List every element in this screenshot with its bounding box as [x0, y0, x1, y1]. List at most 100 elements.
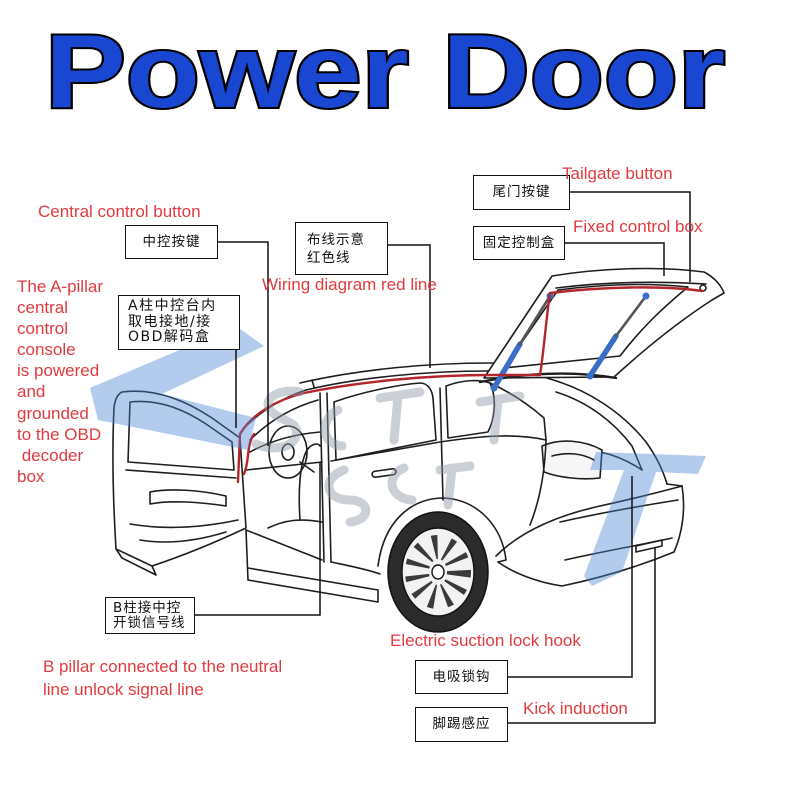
watermark-left-shape [90, 326, 264, 450]
beltline [245, 435, 547, 471]
box-b-pillar-line-1: B柱接中控 [113, 599, 182, 616]
box-wiring-line-1: 布线示意 [307, 231, 365, 248]
door-pocket [139, 531, 227, 543]
bumper-crease [559, 499, 679, 523]
label-a-pillar-line: grounded [17, 403, 89, 423]
door-lower-trim [129, 519, 239, 529]
b-pillar [319, 392, 332, 563]
rear-side-lower [529, 439, 547, 526]
leader-wiring [388, 244, 431, 368]
box-central-control-button-text: 中控按键 [142, 233, 201, 250]
label-b-pillar-line: line unlock signal line [43, 680, 204, 699]
wiring-harness [236, 286, 704, 484]
left-strut-body [491, 341, 523, 391]
box-wiring-line-2: 红色线 [307, 249, 351, 266]
door-window-frame [127, 400, 235, 471]
tailgate-hinge-spoiler [478, 372, 618, 384]
door-edge [115, 548, 157, 576]
door-trim-line [125, 469, 237, 479]
scribble-6 [435, 461, 475, 510]
page-title: Power Door [45, 14, 725, 130]
rear-wheel [387, 511, 489, 633]
wheel-spokes [405, 535, 471, 609]
label-a-pillar-line: box [17, 466, 45, 486]
label-wiring-diagram: Wiring diagram red line [262, 275, 437, 294]
scribble-3 [375, 387, 425, 445]
front-seat [298, 443, 321, 521]
dashboard [249, 431, 321, 453]
label-a-pillar-line: The A-pillar [17, 277, 103, 296]
box-a-pillar-line-3: OBD解码盒 [128, 329, 211, 346]
cargo-floor [599, 451, 643, 471]
scribble-5 [387, 463, 417, 505]
roof-rail-foot-front [311, 379, 315, 388]
label-a-pillar-line: console [17, 340, 76, 360]
label-tailgate-button: Tailgate button [562, 164, 673, 183]
rear-door-edge [439, 387, 444, 501]
box-a-pillar: A柱中控台内 取电接地/接 OBD解码盒 [118, 295, 240, 350]
box-b-pillar-line-2: 开锁信号线 [113, 614, 186, 631]
leader-lines [195, 191, 691, 724]
box-a-pillar-line-1: A柱中控台内 [128, 298, 217, 315]
label-kick-induction: Kick induction [523, 699, 628, 718]
box-a-pillar-line-2: 取电接地/接 [128, 313, 212, 330]
scribble-1 [251, 386, 305, 453]
box-b-pillar: B柱接中控 开锁信号线 [105, 597, 195, 634]
door-armrest [149, 489, 227, 507]
box-fixed-control-box-text: 固定控制盒 [482, 234, 556, 251]
taillight-segment [551, 452, 595, 461]
leader-kick-induction [508, 548, 656, 724]
box-electric-lock-text: 电吸锁钩 [432, 668, 491, 685]
leader-b-pillar [195, 462, 321, 616]
tailgate-struts [490, 292, 650, 392]
wiring-branch [242, 432, 256, 476]
steering-hub [281, 443, 295, 461]
rear-door-window [333, 382, 437, 461]
label-a-pillar-line: decoder [17, 445, 84, 465]
leader-tailgate-button [570, 191, 691, 282]
left-strut-mount-low [490, 384, 498, 392]
open-tailgate [478, 267, 725, 384]
label-a-pillar-line: is powered [17, 361, 100, 381]
right-strut-mount-high [642, 292, 650, 300]
label-a-pillar-line: and [17, 382, 46, 402]
a-pillar-inner [249, 399, 319, 441]
watermark-scribbles [251, 386, 525, 527]
label-a-pillar-line: central [17, 298, 69, 318]
seat-base [267, 519, 323, 529]
rear-quarter-window [445, 379, 496, 439]
watermark-right-shape [584, 452, 706, 586]
leader-electric-lock [508, 476, 633, 678]
running-board [245, 529, 379, 603]
rear-bumper [495, 485, 685, 587]
left-strut-rod [518, 294, 552, 346]
door-opening-sill [245, 529, 323, 561]
taillight [541, 440, 603, 480]
leader-central-control-button [218, 241, 269, 446]
box-tailgate-button: 尾门按键 [473, 175, 570, 210]
box-wiring: 布线示意 红色线 [295, 222, 388, 275]
bumper-reflector [635, 539, 663, 553]
label-fixed-control-box: Fixed control box [573, 217, 703, 236]
label-b-pillar-line: B pillar connected to the neutral [43, 657, 283, 676]
right-strut-rod [614, 294, 648, 338]
wheel-hub [431, 564, 445, 580]
title-banner: Power Door [43, 12, 727, 130]
open-front-door [112, 390, 247, 576]
right-strut-mount-low [586, 372, 594, 380]
label-a-pillar-line: to the OBD [17, 424, 102, 444]
red-wiring [236, 286, 704, 484]
rear-corner [666, 483, 683, 487]
tailgate-glass [503, 283, 689, 369]
box-central-control-button: 中控按键 [125, 225, 218, 259]
cargo-inner [555, 391, 643, 471]
scribble-7 [475, 391, 525, 445]
box-tailgate-button-text: 尾门按键 [492, 184, 551, 200]
leader-fixed-control-box [565, 242, 665, 276]
tailgate-lip [555, 281, 707, 289]
door-handle [371, 467, 397, 479]
box-fixed-control-box: 固定控制盒 [473, 226, 565, 260]
label-electric-lock: Electric suction lock hook [390, 631, 581, 650]
